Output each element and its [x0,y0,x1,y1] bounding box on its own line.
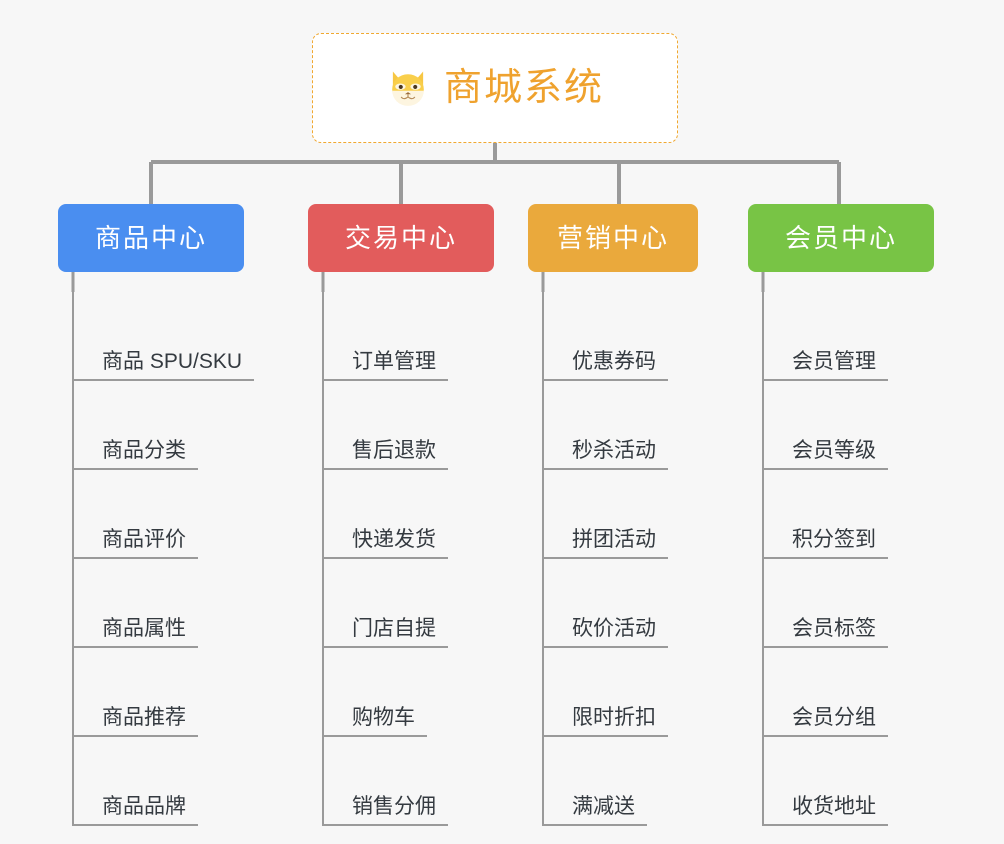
leaf-list-product: 商品 SPU/SKU 商品分类 商品评价 商品属性 商品推荐 商品品牌 [72,272,280,826]
shiba-dog-face-icon [386,66,430,110]
leaf-label: 商品 SPU/SKU [72,350,255,381]
list-item[interactable]: 积分签到 [762,470,970,559]
list-item[interactable]: 砍价活动 [542,559,750,648]
list-item[interactable]: 收货地址 [762,737,970,826]
category-header-marketing[interactable]: 营销中心 [528,204,698,272]
category-header-label: 营销中心 [556,223,669,253]
list-item[interactable]: 秒杀活动 [542,381,750,470]
category-header-trade[interactable]: 交易中心 [308,204,494,272]
category-header-product[interactable]: 商品中心 [58,204,244,272]
leaf-label: 收货地址 [762,795,888,826]
leaf-label: 会员分组 [762,706,888,737]
list-item[interactable]: 满减送 [542,737,750,826]
leaf-label: 商品评价 [72,528,198,559]
category-header-label: 交易中心 [344,223,457,253]
leaf-label: 秒杀活动 [542,439,668,470]
list-item[interactable]: 会员标签 [762,559,970,648]
list-item[interactable]: 售后退款 [322,381,530,470]
leaf-label: 销售分佣 [322,795,448,826]
category-columns: 商品中心 商品 SPU/SKU 商品分类 商品评价 商品属性 商品推荐 [0,204,1004,844]
leaf-label: 商品推荐 [72,706,198,737]
list-item[interactable]: 商品品牌 [72,737,280,826]
list-item[interactable]: 拼团活动 [542,470,750,559]
root-node[interactable]: 商城系统 [312,33,678,143]
leaf-label: 会员等级 [762,439,888,470]
category-header-label: 商品中心 [94,223,207,253]
list-item[interactable]: 销售分佣 [322,737,530,826]
category-header-label: 会员中心 [784,223,897,253]
list-item[interactable]: 门店自提 [322,559,530,648]
category-column-member: 会员中心 会员管理 会员等级 积分签到 会员标签 会员分组 [748,204,970,826]
leaf-label: 积分签到 [762,528,888,559]
category-column-product: 商品中心 商品 SPU/SKU 商品分类 商品评价 商品属性 商品推荐 [58,204,280,826]
leaf-label: 购物车 [322,706,427,737]
root-title: 商城系统 [443,67,604,109]
leaf-label: 砍价活动 [542,617,668,648]
list-item[interactable]: 商品 SPU/SKU [72,292,280,381]
list-item[interactable]: 会员管理 [762,292,970,381]
leaf-label: 商品品牌 [72,795,198,826]
category-column-marketing: 营销中心 优惠券码 秒杀活动 拼团活动 砍价活动 限时折扣 [528,204,750,826]
leaf-label: 售后退款 [322,439,448,470]
list-item[interactable]: 限时折扣 [542,648,750,737]
leaf-label: 快递发货 [322,528,448,559]
leaf-list-marketing: 优惠券码 秒杀活动 拼团活动 砍价活动 限时折扣 满减送 [542,272,750,826]
leaf-list-member: 会员管理 会员等级 积分签到 会员标签 会员分组 收货地址 [762,272,970,826]
list-item[interactable]: 商品推荐 [72,648,280,737]
leaf-label: 商品分类 [72,439,198,470]
list-item[interactable]: 优惠券码 [542,292,750,381]
leaf-list-trade: 订单管理 售后退款 快递发货 门店自提 购物车 销售分佣 [322,272,530,826]
leaf-label: 限时折扣 [542,706,668,737]
list-item[interactable]: 会员等级 [762,381,970,470]
list-item[interactable]: 商品评价 [72,470,280,559]
list-item[interactable]: 商品属性 [72,559,280,648]
list-item[interactable]: 快递发货 [322,470,530,559]
category-column-trade: 交易中心 订单管理 售后退款 快递发货 门店自提 购物车 [308,204,530,826]
leaf-label: 门店自提 [322,617,448,648]
leaf-label: 会员管理 [762,350,888,381]
leaf-label: 订单管理 [322,350,448,381]
leaf-label: 优惠券码 [542,350,668,381]
leaf-label: 拼团活动 [542,528,668,559]
list-item[interactable]: 商品分类 [72,381,280,470]
leaf-label: 会员标签 [762,617,888,648]
leaf-label: 商品属性 [72,617,198,648]
list-item[interactable]: 会员分组 [762,648,970,737]
category-header-member[interactable]: 会员中心 [748,204,934,272]
list-item[interactable]: 订单管理 [322,292,530,381]
leaf-label: 满减送 [542,795,647,826]
list-item[interactable]: 购物车 [322,648,530,737]
